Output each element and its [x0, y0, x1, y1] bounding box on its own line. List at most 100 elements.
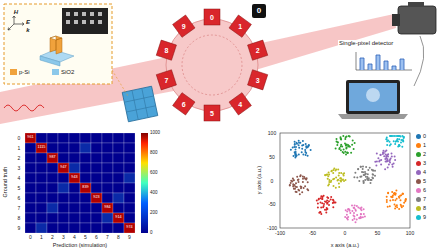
scatter-dot	[322, 196, 324, 198]
tick-label: -50	[309, 231, 316, 236]
angle-circle	[182, 35, 242, 95]
p-si-block	[50, 36, 62, 54]
matrix-cell	[25, 213, 36, 223]
scatter-dot	[297, 189, 299, 191]
matrix-cell	[80, 163, 91, 173]
matrix-cell	[124, 173, 135, 183]
scatter-dot	[400, 141, 402, 143]
scatter-dot	[372, 173, 374, 175]
scatter-dot	[328, 174, 330, 176]
digit-icon	[252, 4, 266, 18]
scatter-dot	[304, 185, 306, 187]
scatter-dot	[295, 155, 297, 157]
scatter-dot	[337, 180, 339, 182]
scatter-dot	[394, 207, 396, 209]
scatter-dot	[356, 176, 358, 178]
scatter-dot	[396, 198, 398, 200]
scatter-dot	[292, 185, 294, 187]
scatter-dot	[387, 206, 389, 208]
scatter-dot	[390, 135, 392, 137]
tick-label: 4	[18, 176, 21, 181]
matrix-cell	[58, 193, 69, 203]
scatter-dot	[363, 213, 365, 215]
scatter-dot	[343, 172, 345, 174]
scatter-dot	[290, 182, 292, 184]
matrix-cell	[25, 183, 36, 193]
scatter-dot	[294, 141, 296, 143]
scatter-dot	[389, 200, 391, 202]
colorbar-tick: 0	[150, 231, 153, 236]
scatter-dot	[363, 208, 365, 210]
legend-text: 9	[423, 215, 426, 221]
scatter-dot	[332, 172, 334, 174]
matrix-cell	[102, 153, 113, 163]
scatter-dot	[386, 144, 388, 146]
matrix-cell	[58, 163, 69, 173]
scatter-dot	[335, 148, 337, 150]
matrix-cell	[124, 183, 135, 193]
scatter-dot	[358, 217, 360, 219]
scatter-dot	[335, 177, 337, 179]
scatter-dot	[307, 189, 309, 191]
scatter-dot	[302, 153, 304, 155]
scatter-dot	[345, 179, 347, 181]
matrix-cell	[113, 193, 124, 203]
flow-curve	[414, 36, 424, 86]
scatter-dot	[324, 174, 326, 176]
scatter-dot	[326, 196, 328, 198]
colorbar-tick: 400	[150, 191, 158, 196]
matrix-cell	[58, 223, 69, 233]
scatter-dot	[338, 186, 340, 188]
scatter-dot	[388, 163, 390, 165]
scatter-dot	[398, 138, 400, 140]
matrix-cell	[91, 203, 102, 213]
scatter-dot	[299, 193, 301, 195]
scatter-dot	[290, 149, 292, 151]
scatter-dot	[347, 144, 349, 146]
matrix-cell	[47, 133, 58, 143]
scatter-dot	[300, 185, 302, 187]
matrix-cell	[102, 143, 113, 153]
tick-label: 50	[375, 231, 381, 236]
matrix-cell	[36, 223, 47, 233]
field-label: H	[14, 9, 18, 15]
tick-label: 9	[18, 226, 21, 231]
scatter-dot	[353, 218, 355, 220]
scatter-dot	[387, 160, 389, 162]
scatter-dot	[387, 153, 389, 155]
scatter-dot	[299, 142, 301, 144]
scatter-dot	[347, 208, 349, 210]
digit-label: 2	[256, 47, 260, 54]
scatter-dot	[296, 142, 298, 144]
single-pixel-detector	[392, 2, 436, 34]
scatter-dot	[353, 148, 355, 150]
scatter-dot	[362, 180, 364, 182]
scatter-dot	[321, 196, 323, 198]
scatter-dot	[370, 182, 372, 184]
cell-value: 974	[126, 226, 132, 230]
scatter-dot	[323, 203, 325, 205]
matrix-cell	[69, 153, 80, 163]
scatter-dot	[293, 179, 295, 181]
matrix-cell	[102, 193, 113, 203]
scatter-dot	[389, 205, 391, 207]
matrix-cell	[80, 183, 91, 193]
sem-image	[62, 8, 108, 34]
legend-swatch	[10, 69, 17, 75]
scatter-dot	[295, 186, 297, 188]
scatter-dot	[346, 214, 348, 216]
scatter-dot	[372, 177, 374, 179]
matrix-cell	[36, 183, 47, 193]
scatter-dot	[301, 151, 303, 153]
scatter-dot	[301, 148, 303, 150]
matrix-cell	[102, 173, 113, 183]
scatter-dot	[302, 140, 304, 142]
scatter-dot	[321, 198, 323, 200]
scatter-dot	[386, 201, 388, 203]
tick-label: 0	[29, 235, 32, 240]
scatter-dot	[346, 211, 348, 213]
matrix-cell	[91, 153, 102, 163]
matrix-cell	[113, 143, 124, 153]
scatter-dot	[340, 138, 342, 140]
scatter-dot	[393, 193, 395, 195]
